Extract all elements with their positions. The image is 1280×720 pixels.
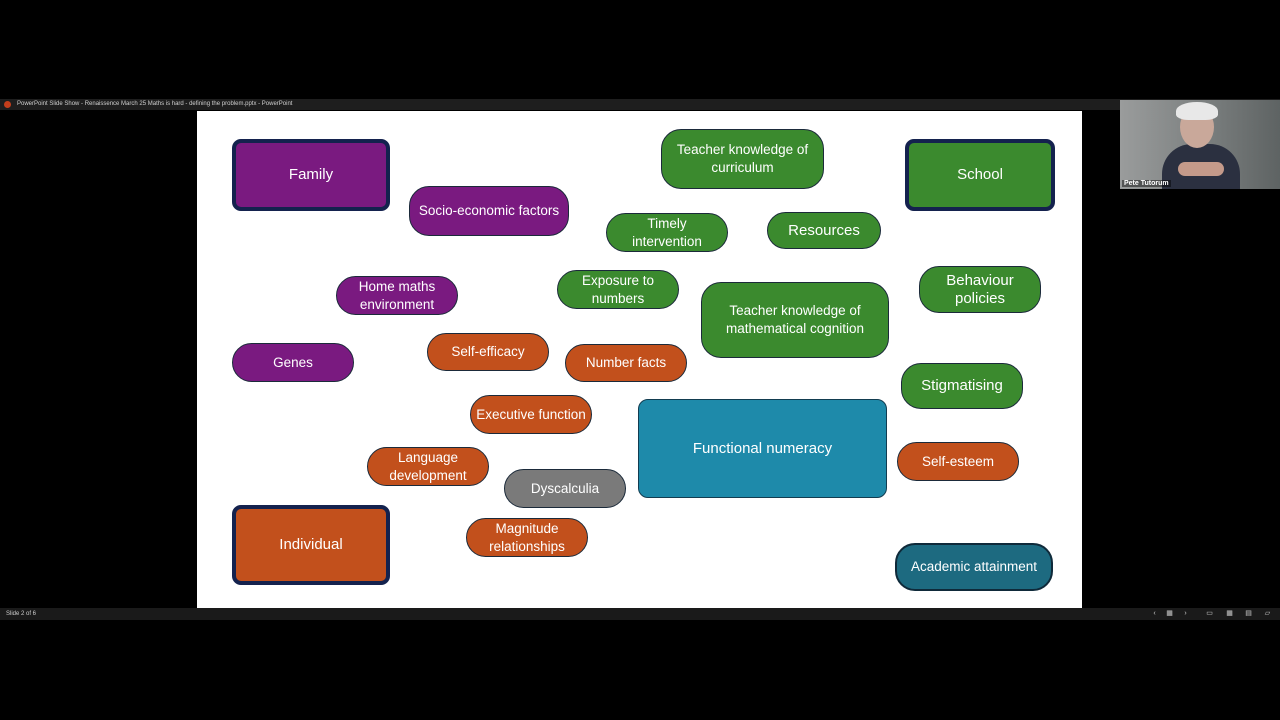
window-title: PowerPoint Slide Show - Renaissence Marc…	[17, 101, 293, 107]
node-language-development: Language development	[367, 447, 489, 486]
node-genes: Genes	[232, 343, 354, 382]
node-number-facts: Number facts	[565, 344, 687, 382]
node-executive-function: Executive function	[470, 395, 592, 434]
node-socio-economic: Socio-economic factors	[409, 186, 569, 236]
next-icon[interactable]: ›	[1184, 610, 1187, 617]
node-behaviour-policies: Behaviour policies	[919, 266, 1041, 313]
reading-view-icon[interactable]: ▤	[1245, 610, 1252, 617]
node-self-esteem: Self-esteem	[897, 442, 1019, 481]
center-functional-numeracy: Functional numeracy	[638, 399, 887, 498]
node-dyscalculia: Dyscalculia	[504, 469, 626, 508]
node-teacher-cognition: Teacher knowledge of mathematical cognit…	[701, 282, 889, 358]
node-stigmatising: Stigmatising	[901, 363, 1023, 409]
participant-name: Pete Tutorum	[1122, 180, 1171, 187]
slide-sorter-icon[interactable]: ▦	[1226, 610, 1233, 617]
category-school: School	[905, 139, 1055, 211]
normal-view-icon[interactable]: ▭	[1206, 610, 1213, 617]
node-magnitude-relationships: Magnitude relationships	[466, 518, 588, 557]
participant-hands	[1178, 162, 1224, 176]
node-academic-attainment: Academic attainment	[895, 543, 1053, 591]
node-self-efficacy: Self-efficacy	[427, 333, 549, 371]
node-resources: Resources	[767, 212, 881, 249]
node-teacher-curriculum: Teacher knowledge of curriculum	[661, 129, 824, 189]
slide-counter: Slide 2 of 6	[6, 611, 37, 617]
category-individual: Individual	[232, 505, 390, 585]
grid-view-icon[interactable]: ▦	[1166, 610, 1173, 617]
node-home-maths: Home maths environment	[336, 276, 458, 315]
node-exposure: Exposure to numbers	[557, 270, 679, 309]
prev-icon[interactable]: ‹	[1153, 610, 1156, 617]
status-bar: Slide 2 of 6 ‹ ▦ › ▭ ▦ ▤ ▱	[0, 608, 1280, 620]
node-timely-intervention: Timely intervention	[606, 213, 728, 252]
powerpoint-icon	[4, 101, 11, 108]
slideshow-icon[interactable]: ▱	[1264, 610, 1271, 617]
participant-video[interactable]: Pete Tutorum	[1120, 100, 1280, 189]
participant-hair	[1176, 102, 1218, 120]
category-family: Family	[232, 139, 390, 211]
slide-canvas: Family School Individual Functional nume…	[197, 111, 1082, 608]
window-title-bar: PowerPoint Slide Show - Renaissence Marc…	[0, 99, 1280, 110]
